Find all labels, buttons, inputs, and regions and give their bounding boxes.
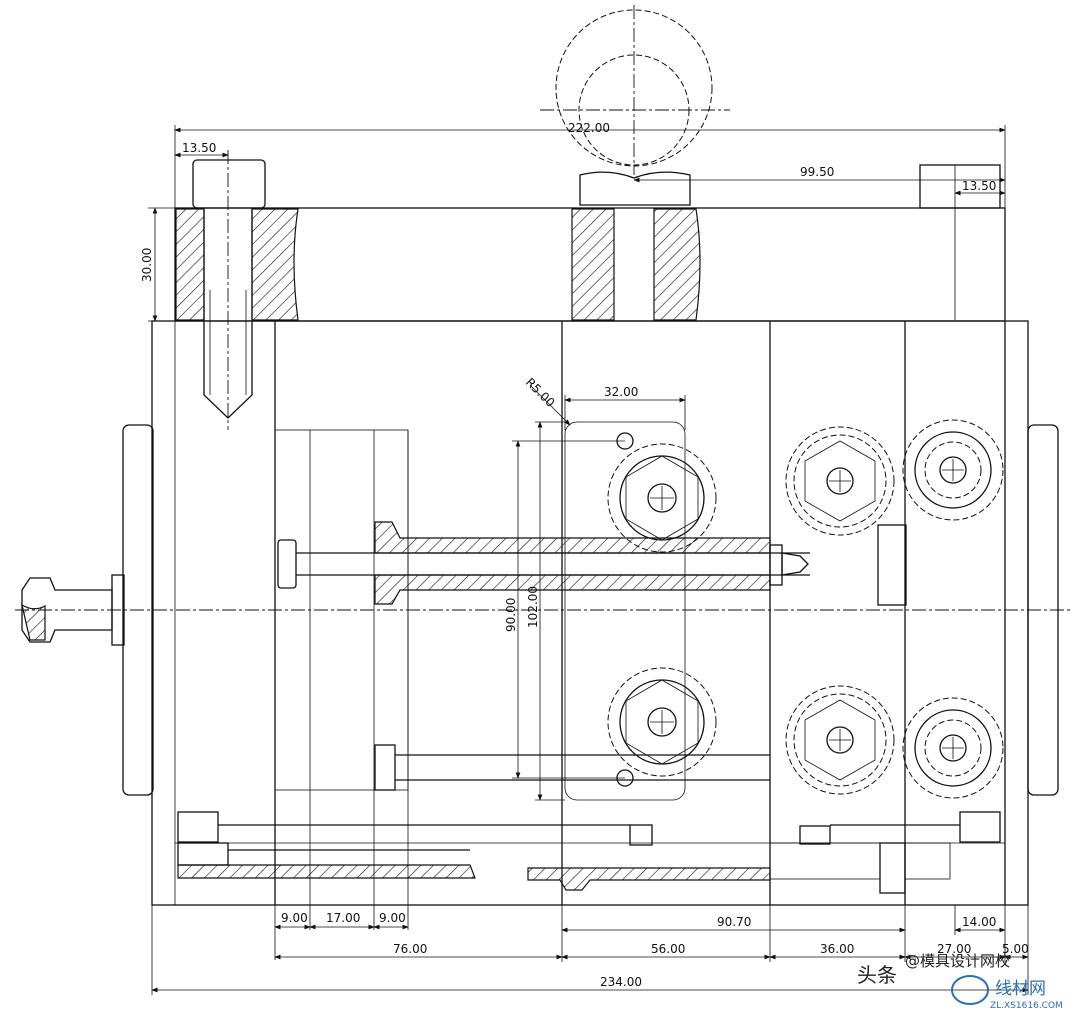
top-clamp-plate bbox=[174, 164, 1006, 322]
dim-99-50: 99.50 bbox=[800, 165, 834, 179]
bolt-hole-3 bbox=[785, 426, 895, 536]
bolt-hole-2 bbox=[607, 667, 717, 777]
dim-9-a: 9.00 bbox=[281, 911, 308, 925]
bolt-hole-5 bbox=[902, 419, 1004, 521]
dim-30: 30.00 bbox=[140, 248, 154, 282]
socket-head-screw bbox=[192, 150, 266, 430]
sprue-bushing bbox=[277, 521, 907, 606]
watermark-site-url: ZL.XS1616.COM bbox=[990, 1001, 1063, 1011]
dim-17: 17.00 bbox=[326, 911, 360, 925]
dim-13-50-right: 13.50 bbox=[962, 179, 996, 193]
watermark-account: @模具设计网校 bbox=[905, 952, 1010, 970]
dim-5: 5.00 bbox=[1002, 942, 1029, 956]
dim-102: 102.00 bbox=[526, 586, 540, 628]
watermark-logo-icon bbox=[951, 975, 989, 1005]
watermark: 头条 @模具设计网校 线材网 ZL.XS1616.COM bbox=[857, 952, 1063, 1011]
dim-234: 234.00 bbox=[600, 975, 642, 989]
dim-27: 27.00 bbox=[937, 942, 971, 956]
lifting-eye-bolt bbox=[540, 5, 730, 206]
watermark-site-name: 线材网 bbox=[995, 979, 1046, 999]
return-pin bbox=[374, 744, 770, 791]
watermark-headline: 头条 bbox=[857, 963, 897, 987]
dimension-labels: 222.00 13.50 99.50 13.50 30.00 R5.00 32.… bbox=[140, 121, 1029, 989]
dim-36: 36.00 bbox=[820, 942, 854, 956]
dim-9-b: 9.00 bbox=[379, 911, 406, 925]
dim-76: 76.00 bbox=[393, 942, 427, 956]
dim-90: 90.00 bbox=[504, 598, 518, 632]
bottom-slide-assembly bbox=[175, 811, 1005, 894]
dim-r5: R5.00 bbox=[523, 375, 558, 410]
dim-32: 32.00 bbox=[604, 385, 638, 399]
bolt-hole-1 bbox=[607, 443, 717, 553]
bolt-hole-6 bbox=[902, 697, 1004, 799]
bolt-hole-4 bbox=[785, 685, 895, 795]
cavity-insert bbox=[564, 421, 686, 801]
dim-14: 14.00 bbox=[962, 915, 996, 929]
dim-90-70: 90.70 bbox=[717, 915, 751, 929]
dim-222: 222.00 bbox=[568, 121, 610, 135]
mold-body bbox=[151, 320, 1029, 906]
dim-56: 56.00 bbox=[651, 942, 685, 956]
dimension-lines bbox=[148, 125, 1029, 995]
dim-13-50-left: 13.50 bbox=[182, 141, 216, 155]
